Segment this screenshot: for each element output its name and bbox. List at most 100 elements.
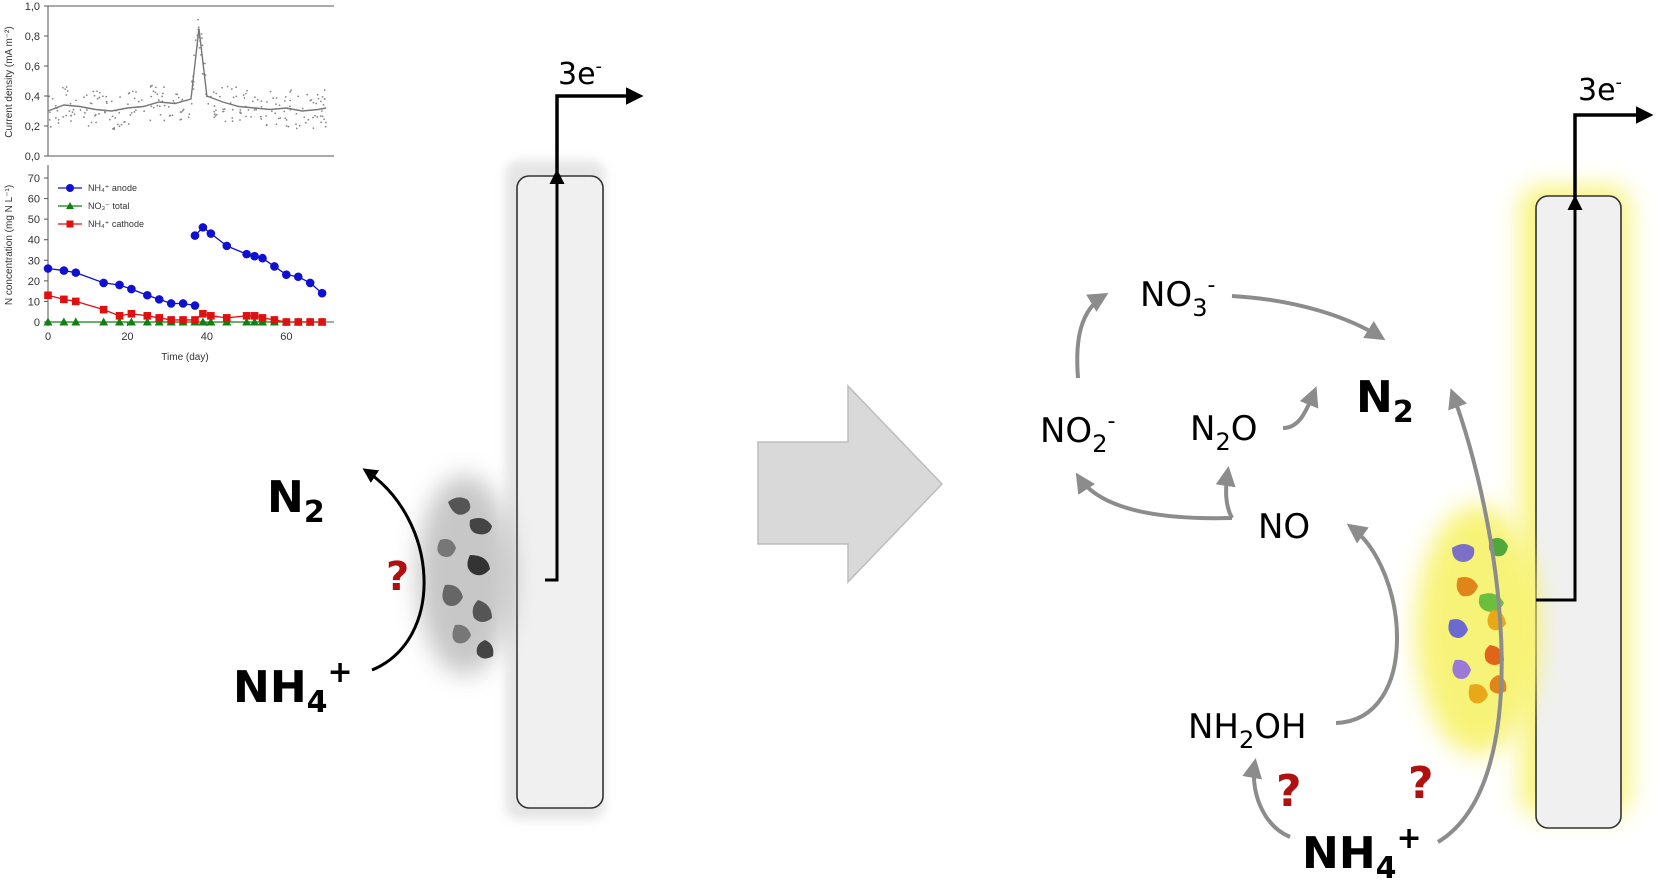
- right-bacterium: [1456, 577, 1478, 597]
- chart1-noise-point: [85, 94, 88, 97]
- chart1-noise-point: [134, 109, 137, 112]
- chart1-noise-point: [65, 94, 68, 96]
- chart1-noise-point: [200, 33, 203, 35]
- chart1-noise-point: [320, 121, 323, 124]
- chart1-noise-point: [312, 101, 315, 104]
- chart1-noise-point: [255, 109, 258, 111]
- chart1-noise-point: [152, 106, 155, 109]
- chart1-noise-point: [283, 110, 286, 113]
- right-bacterium: [1484, 645, 1504, 665]
- chart2-point-cathode: [306, 318, 314, 326]
- chart1-noise-point: [193, 54, 195, 57]
- chart2-point-nitrate: [242, 317, 252, 326]
- chart2-x-tick-label: 0: [45, 331, 51, 343]
- chart2-point-nitrate: [99, 317, 109, 326]
- chart1-noise-point: [98, 96, 101, 99]
- chart2-point-anode: [154, 295, 164, 304]
- chart1-noise-point: [246, 89, 248, 92]
- chart1-noise-point: [275, 123, 278, 126]
- chart1-noise-point: [172, 99, 175, 102]
- chart1-noise-point: [143, 110, 146, 113]
- chart2-x-tick-label: 40: [201, 331, 213, 343]
- chart1-noise-point: [65, 114, 67, 117]
- chart1-noise-point: [304, 121, 307, 124]
- chart1-noise-point: [287, 125, 290, 128]
- chart1-noise-point: [133, 97, 136, 100]
- chart1-noise-point: [123, 121, 126, 124]
- chart1-noise-point: [90, 102, 93, 105]
- chart2-point-cathode: [222, 314, 231, 322]
- chart2-point-anode: [115, 280, 124, 290]
- chart1-noise-point: [75, 99, 77, 102]
- chart2-point-cathode: [115, 312, 124, 320]
- chart2-point-cathode: [72, 297, 80, 306]
- chart1-noise-point: [64, 88, 67, 91]
- chart1-noise-point: [253, 96, 256, 99]
- chart1-noise-point: [162, 92, 164, 95]
- chart1-noise-point: [278, 104, 281, 107]
- chart1-noise-point: [102, 95, 104, 98]
- chart2-point-anode: [127, 284, 136, 294]
- chart1-noise-point: [307, 118, 310, 121]
- chart1-noise-point: [310, 99, 313, 101]
- chart2-legend-label: NH₄⁺ cathode: [88, 219, 144, 229]
- chart1-noise-point: [70, 114, 73, 117]
- chart1-noise-point: [215, 113, 218, 116]
- chart2-point-nitrate: [198, 317, 208, 326]
- chart1-noise-point: [49, 125, 52, 128]
- chart1-noise-point: [259, 115, 262, 118]
- chart1-noise-point: [231, 108, 234, 111]
- chart2-x-label: Time (day): [161, 352, 208, 363]
- chart1-noise-point: [118, 125, 121, 128]
- chart1-noise-point: [232, 96, 235, 99]
- nitrogen-pathway: NO3- NO2- N2O N2 NO NH2OH NH4+ ? ?: [1040, 273, 1504, 886]
- chart1-noise-point: [70, 120, 72, 122]
- chart1-noise-point: [182, 108, 185, 111]
- chart1-noise-point: [179, 111, 182, 113]
- chart1-noise-point: [66, 90, 69, 92]
- chart1-noise-point: [128, 91, 131, 94]
- right-nh4-label: NH4+: [1302, 821, 1422, 886]
- chart1-noise-point: [247, 109, 250, 111]
- chart2-legend-marker: [66, 184, 74, 192]
- chart2-point-anode: [71, 268, 81, 277]
- chart1-noise-point: [289, 90, 292, 93]
- chart2-point-anode: [99, 278, 108, 288]
- chart1-noise-point: [213, 113, 216, 116]
- chart1-noise-point: [187, 116, 190, 119]
- chart1-noise-point: [272, 97, 275, 100]
- chart1-noise-point: [127, 123, 130, 125]
- chart1-noise-point: [323, 118, 326, 121]
- chart2-y-tick-label: 0: [34, 317, 40, 329]
- chart2-point-anode: [222, 241, 232, 251]
- chart1-noise-point: [69, 102, 72, 105]
- transition-arrow: [757, 384, 944, 584]
- arrow-no3-to-n2: [1231, 294, 1386, 341]
- chart1-noise-point: [62, 116, 65, 118]
- chart1-noise-point: [245, 92, 247, 95]
- chart1-noise-point: [275, 97, 278, 99]
- chart1-noise-point: [105, 95, 108, 98]
- chart1-noise-point: [201, 37, 203, 40]
- chart1-noise-point: [274, 112, 277, 115]
- chart2-series-line: [47, 294, 323, 323]
- chart2-point-anode: [190, 231, 200, 240]
- chart1-noise-point: [83, 96, 85, 99]
- chart2-x-tick-label: 20: [121, 331, 133, 343]
- chart1-noise-point: [190, 102, 193, 105]
- arrow-no-to-n2o: [1215, 466, 1236, 519]
- chart2-y-tick-label: 10: [28, 296, 40, 308]
- chart1-noise-point: [161, 95, 164, 98]
- right-electron-out-arrow: [1573, 106, 1654, 198]
- left-bacteria-cluster: [437, 497, 494, 659]
- chart1-noise-point: [79, 109, 82, 111]
- right-electrode: [1535, 195, 1622, 829]
- chart1-noise-point: [57, 118, 60, 121]
- right-bacterium: [1448, 619, 1468, 638]
- chart1-noise-point: [312, 116, 314, 119]
- chart1-noise-point: [117, 123, 119, 126]
- chart1-y-tick-label: 0,8: [25, 31, 40, 43]
- chart1-y-tick-label: 0,4: [25, 91, 40, 103]
- chart1-noise-point: [289, 105, 291, 108]
- chart2-point-cathode: [155, 314, 164, 322]
